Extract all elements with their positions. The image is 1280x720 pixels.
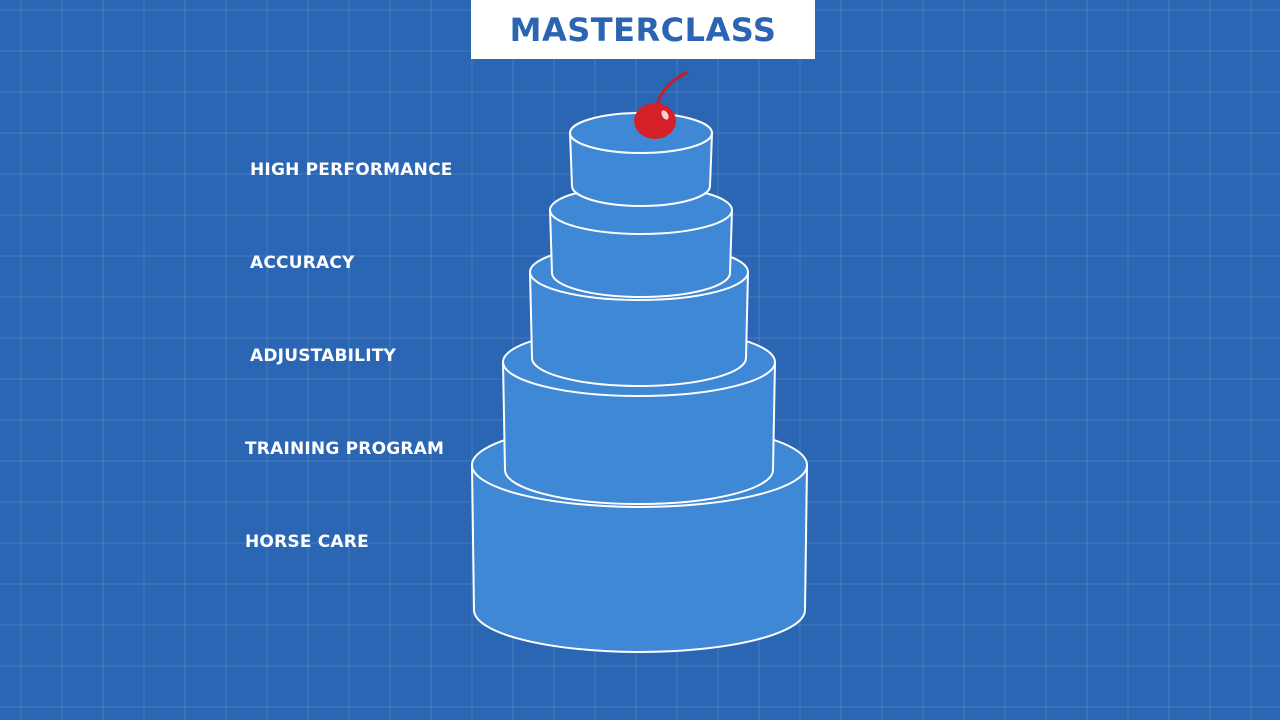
cherry-icon (634, 70, 689, 139)
title-banner: MASTERCLASS (471, 0, 815, 59)
tier-label-adjustability: ADJUSTABILITY (250, 346, 397, 366)
title: MASTERCLASS (509, 10, 777, 49)
cake-tier-high-performance (568, 112, 714, 207)
tier-label-accuracy: ACCURACY (250, 253, 355, 273)
tier-label-horse-care: HORSE CARE (245, 532, 369, 552)
tier-label-high-performance: HIGH PERFORMANCE (250, 160, 453, 180)
tier-label-training-program: TRAINING PROGRAM (245, 439, 445, 459)
